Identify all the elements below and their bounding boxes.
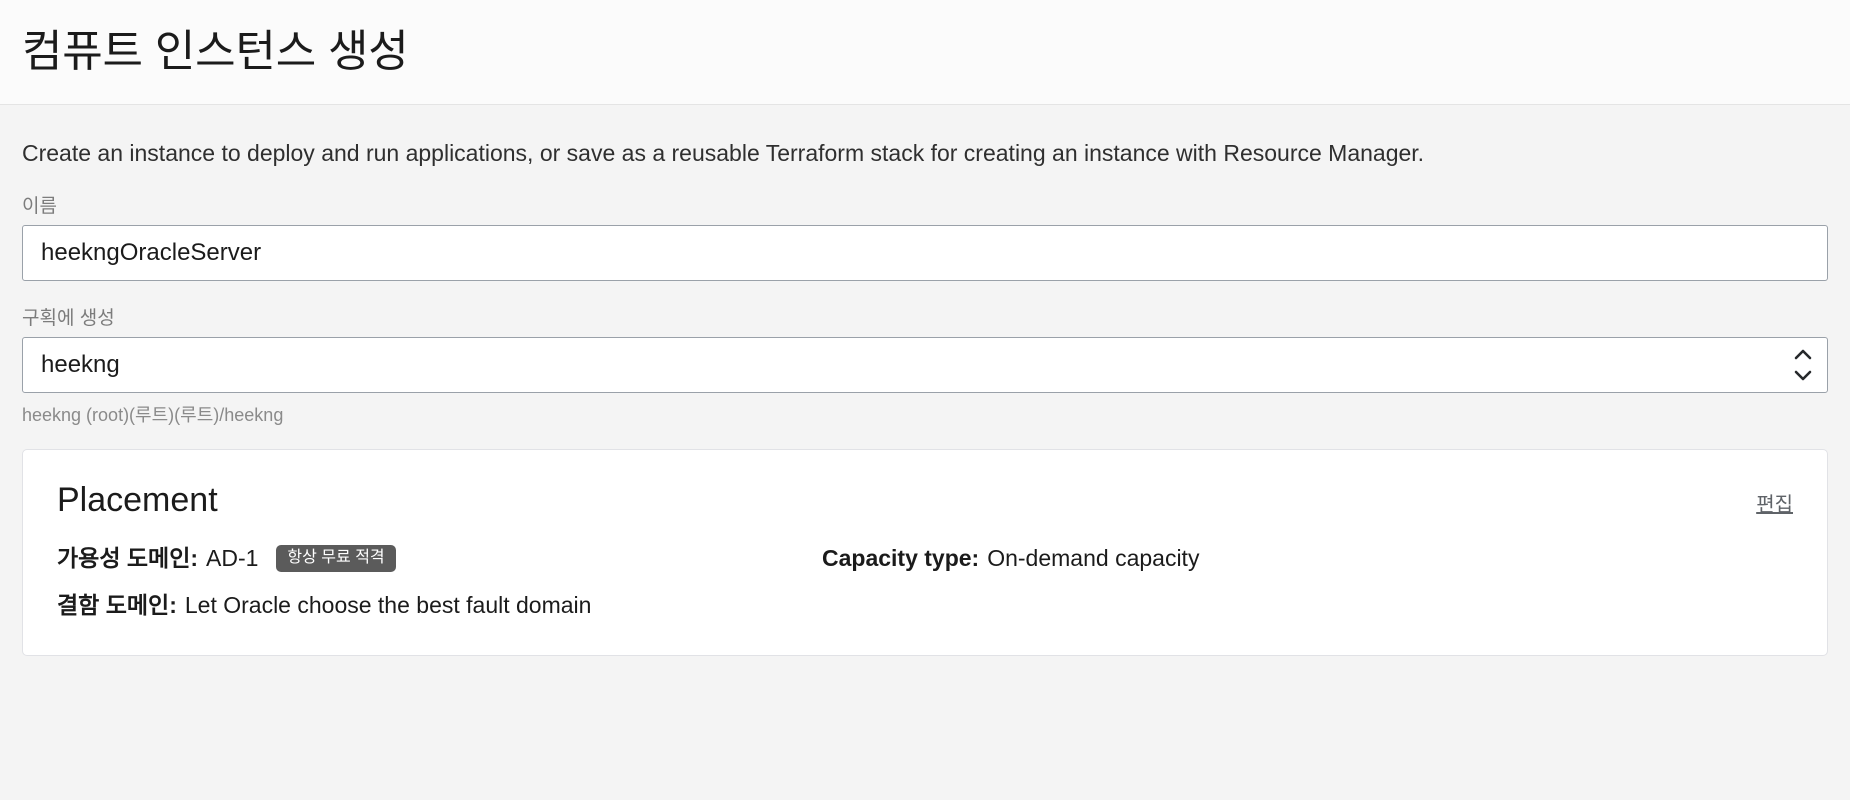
placement-detail-spacer: [822, 590, 1793, 621]
capacity-type-detail: Capacity type: On-demand capacity: [822, 543, 1793, 574]
compartment-select[interactable]: heekng: [22, 337, 1828, 394]
availability-domain-key: 가용성 도메인:: [57, 544, 199, 571]
name-field-label: 이름: [22, 196, 57, 218]
fault-domain-value: Let Oracle choose the best fault domain: [184, 591, 592, 618]
availability-domain-detail: 가용성 도메인: AD-1 항상 무료 적격: [57, 543, 822, 574]
page-title: 컴퓨트 인스턴스 생성: [22, 26, 409, 76]
placement-details: 가용성 도메인: AD-1 항상 무료 적격 Capacity type: On…: [57, 543, 1793, 621]
page-header: 컴퓨트 인스턴스 생성: [0, 0, 1850, 105]
availability-domain-value: AD-1: [206, 544, 259, 571]
fault-domain-detail: 결함 도메인: Let Oracle choose the best fault…: [57, 590, 822, 621]
placement-card-header: Placement 편집: [57, 480, 1793, 521]
placement-edit-link[interactable]: 편집: [1756, 494, 1793, 517]
compartment-select-wrapper[interactable]: heekng: [22, 337, 1828, 394]
capacity-type-key: Capacity type:: [822, 544, 980, 571]
chevron-up-down-icon[interactable]: [1792, 348, 1814, 382]
capacity-type-value: On-demand capacity: [987, 544, 1200, 571]
page-body: Create an instance to deploy and run app…: [0, 105, 1850, 800]
placement-card: Placement 편집 가용성 도메인: AD-1 항상 무료 적격 Capa…: [22, 449, 1828, 656]
intro-description: Create an instance to deploy and run app…: [22, 140, 1425, 166]
compartment-select-value: heekng: [41, 351, 120, 379]
placement-card-title: Placement: [57, 481, 218, 520]
fault-domain-key: 결함 도메인:: [57, 591, 177, 618]
name-input[interactable]: [22, 225, 1828, 282]
always-free-badge: 항상 무료 적격: [276, 544, 396, 572]
compartment-helper-text: heekng (root)(루트)(루트)/heekng: [22, 405, 284, 426]
compartment-field-label: 구획에 생성: [22, 308, 115, 330]
